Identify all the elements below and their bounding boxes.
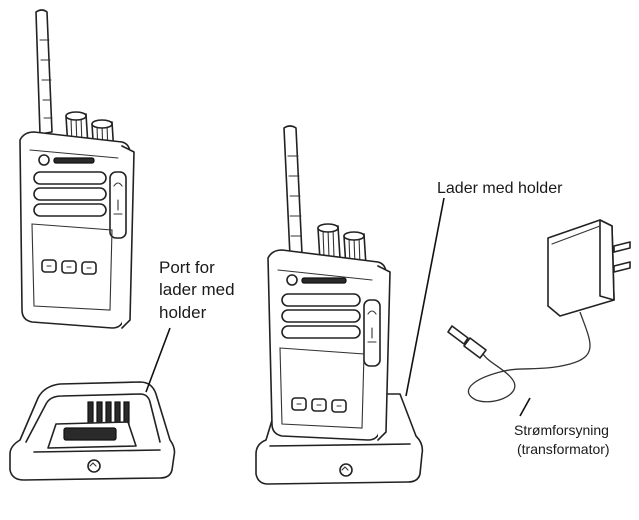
- charger-leader-line: [405, 197, 445, 397]
- power-supply: [447, 219, 631, 403]
- empty-charging-cradle: [9, 381, 176, 481]
- volume-knob: [317, 223, 341, 261]
- speaker-grille: [281, 293, 361, 339]
- side-button-panel: [109, 171, 127, 239]
- antenna: [283, 125, 303, 257]
- charger-logo: [339, 463, 353, 477]
- power-cord: [467, 311, 591, 403]
- port-label-line-1: Port for: [159, 258, 215, 277]
- port-leader-line: [145, 327, 171, 393]
- radio-front-panel: [279, 347, 365, 429]
- power-supply-leader-line: [519, 397, 531, 417]
- side-button-panel: [363, 299, 381, 367]
- keypad: [41, 259, 97, 275]
- radio-front-panel: [31, 223, 113, 311]
- cradle-logo: [87, 459, 101, 473]
- radio-standalone: [19, 9, 135, 329]
- antenna: [35, 9, 53, 135]
- power-supply-label-line-1: Strømforsyning: [514, 422, 609, 438]
- power-supply-label-line-2: (transformator): [517, 441, 610, 457]
- usb-connector: [447, 325, 487, 359]
- plug-prongs: [613, 241, 631, 273]
- radio-in-charger: [255, 125, 424, 485]
- speaker-grille: [33, 171, 107, 217]
- motorola-logo: [38, 154, 95, 166]
- charger-label: Lader med holder: [437, 180, 563, 197]
- port-label-line-3: holder: [159, 303, 207, 322]
- motorola-logo: [286, 274, 347, 286]
- port-label-line-2: lader med: [159, 280, 235, 299]
- keypad: [291, 397, 347, 413]
